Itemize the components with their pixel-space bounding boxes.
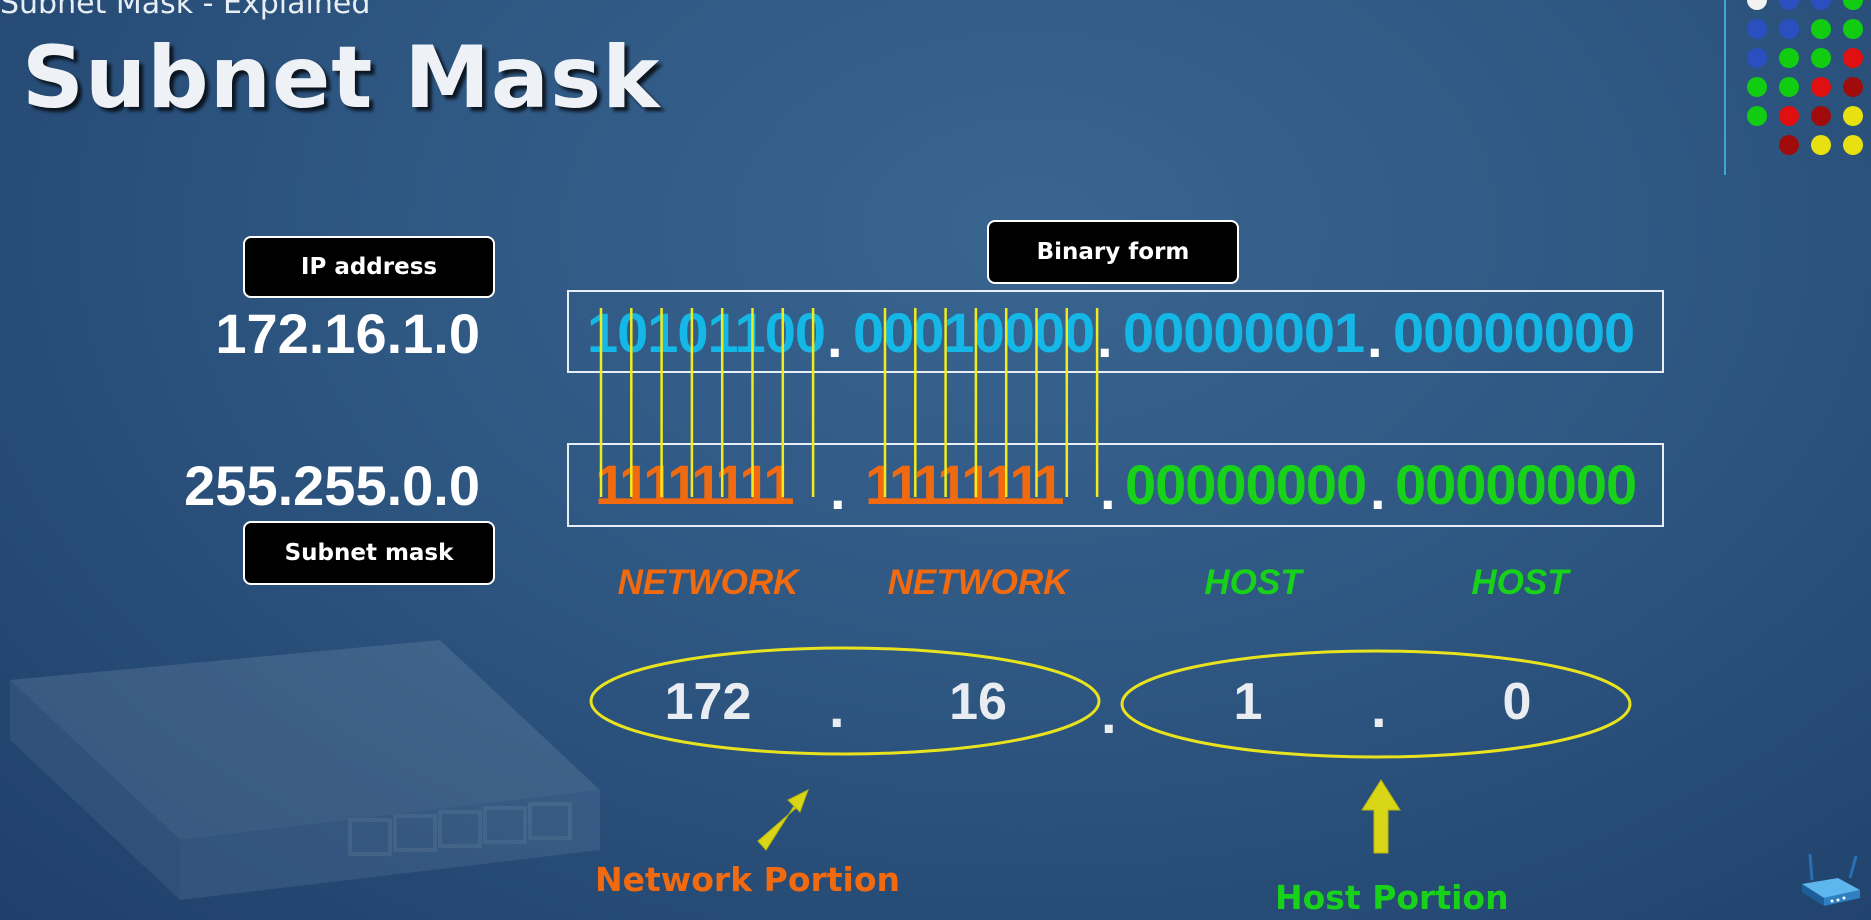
decor-dot bbox=[1779, 19, 1799, 39]
decor-dot bbox=[1811, 106, 1831, 126]
subnet-mask-label: Subnet mask bbox=[243, 521, 495, 585]
video-title: Subnet Mask - Explained bbox=[0, 0, 371, 21]
mask-octet-2: 11111111 bbox=[865, 453, 1065, 516]
decor-dot bbox=[1747, 19, 1767, 39]
network-value-a: 172 bbox=[664, 673, 752, 731]
decor-dot bbox=[1779, 0, 1799, 10]
ip-octet-1: 10101100 bbox=[587, 301, 826, 364]
ip-dot-2: . bbox=[1097, 306, 1113, 369]
router-watermark bbox=[10, 640, 600, 900]
portion-label-2: NETWORK bbox=[887, 563, 1069, 602]
network-dot: . bbox=[829, 676, 845, 739]
mask-octet-4: 00000000 bbox=[1395, 453, 1637, 516]
mask-dot-1: . bbox=[830, 458, 846, 521]
mask-dot-3: . bbox=[1370, 458, 1386, 521]
ip-octet-3: 00000001 bbox=[1123, 301, 1365, 364]
network-portion-caption: Network Portion bbox=[595, 860, 901, 899]
decor-dot bbox=[1779, 77, 1799, 97]
decor-dot bbox=[1811, 77, 1831, 97]
portion-label-1: NETWORK bbox=[617, 563, 799, 602]
host-dot: . bbox=[1371, 676, 1387, 739]
mask-decimal: 255.255.0.0 bbox=[184, 454, 480, 517]
ip-octet-2: 00010000 bbox=[853, 301, 1095, 364]
decor-dot bbox=[1811, 19, 1831, 39]
decor-dot bbox=[1779, 48, 1799, 68]
mask-dot-2: . bbox=[1100, 458, 1116, 521]
decor-dot bbox=[1843, 19, 1863, 39]
decor-dot bbox=[1747, 77, 1767, 97]
ip-address-label: IP address bbox=[243, 236, 495, 298]
ip-dot-1: . bbox=[827, 306, 843, 369]
portion-label-3: HOST bbox=[1204, 563, 1302, 602]
decor-dot bbox=[1747, 106, 1767, 126]
decor-dot bbox=[1779, 135, 1799, 155]
mask-octet-3: 00000000 bbox=[1125, 453, 1367, 516]
mask-binary-box bbox=[567, 443, 1664, 527]
decor-dot bbox=[1843, 106, 1863, 126]
network-value-b: 16 bbox=[949, 673, 1007, 731]
host-ellipse bbox=[1120, 649, 1632, 759]
network-arrow-icon bbox=[757, 788, 809, 851]
page-title: Subnet Mask bbox=[22, 28, 661, 128]
router-icon bbox=[1802, 853, 1860, 906]
decor-dot bbox=[1811, 135, 1831, 155]
ip-octet-4: 00000000 bbox=[1393, 301, 1635, 364]
decor-dot bbox=[1811, 0, 1831, 10]
decor-dot bbox=[1843, 48, 1863, 68]
host-value-b: 0 bbox=[1502, 673, 1532, 731]
ip-decimal: 172.16.1.0 bbox=[215, 302, 480, 365]
mask-octet-1: 11111111 bbox=[595, 453, 795, 516]
decor-dot bbox=[1747, 48, 1767, 68]
network-ellipse bbox=[589, 646, 1101, 756]
decor-dot bbox=[1843, 135, 1863, 155]
host-value-a: 1 bbox=[1233, 673, 1263, 731]
ip-dot-3: . bbox=[1367, 306, 1383, 369]
decor-dot bbox=[1811, 48, 1831, 68]
group-dot: . bbox=[1101, 682, 1117, 745]
dot-grid-icon bbox=[1724, 0, 1863, 175]
host-arrow-icon bbox=[1361, 779, 1401, 854]
ip-binary-box bbox=[567, 290, 1664, 373]
decor-dot bbox=[1747, 0, 1767, 10]
decor-dot bbox=[1843, 77, 1863, 97]
decor-dot bbox=[1779, 106, 1799, 126]
decor-dot bbox=[1843, 0, 1863, 10]
host-portion-caption: Host Portion bbox=[1275, 878, 1509, 917]
portion-label-4: HOST bbox=[1471, 563, 1569, 602]
binary-form-label: Binary form bbox=[987, 220, 1239, 284]
